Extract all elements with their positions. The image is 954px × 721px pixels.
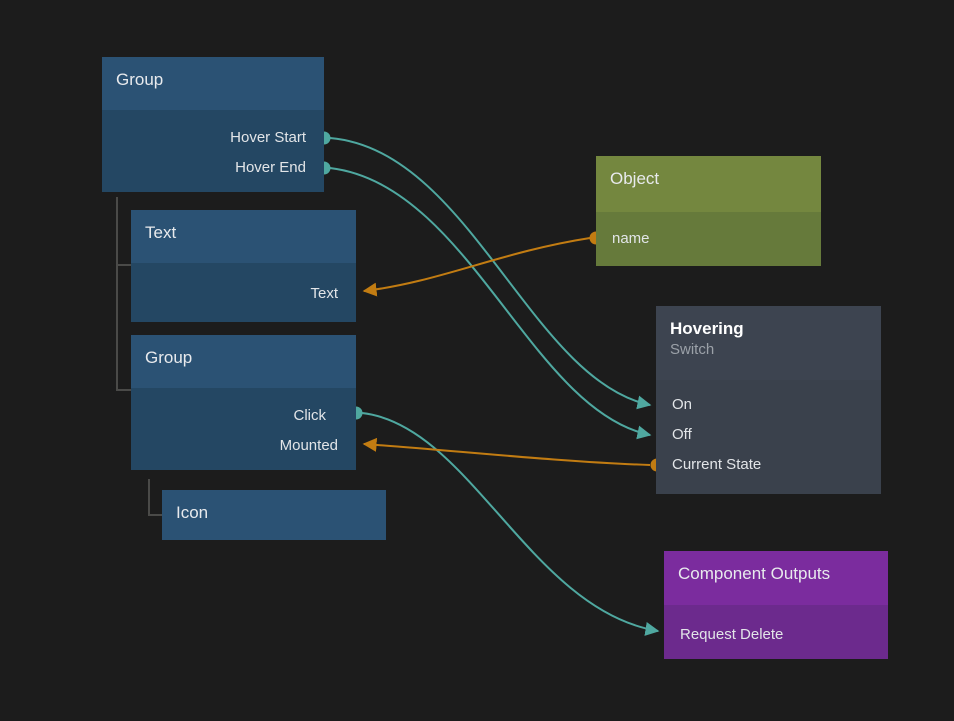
node-subtitle: Switch: [670, 341, 715, 358]
port-label: Hover End: [235, 159, 306, 176]
port-hover-start[interactable]: Hover Start: [230, 128, 306, 148]
node-object[interactable]: Object name: [596, 156, 821, 266]
node-title: Group: [145, 348, 193, 367]
node-title: Group: [116, 70, 164, 89]
node-body: Text: [131, 263, 356, 322]
node-body: Request Delete: [664, 605, 888, 659]
node-header[interactable]: Object: [596, 156, 821, 212]
port-text-in[interactable]: Text: [310, 284, 338, 304]
port-label: Mounted: [279, 437, 338, 454]
port-request-delete[interactable]: Request Delete: [680, 625, 783, 645]
port-label: Off: [672, 426, 692, 443]
node-body: Click Mounted: [131, 388, 356, 470]
node-icon[interactable]: Icon: [162, 490, 386, 540]
node-title: Text: [145, 223, 177, 242]
node-header[interactable]: Group: [102, 57, 324, 110]
node-body: name: [596, 212, 821, 266]
edge-current-state-to-mounted: [362, 437, 651, 466]
node-title: Component Outputs: [678, 564, 831, 583]
port-name[interactable]: name: [612, 229, 650, 249]
node-body: On Off Current State: [656, 380, 881, 494]
node-header[interactable]: Text: [131, 210, 356, 263]
port-on[interactable]: On: [672, 395, 692, 415]
node-hovering[interactable]: Hovering Switch On Off Current State: [656, 306, 881, 494]
node-title: Icon: [176, 503, 209, 522]
port-label: name: [612, 230, 650, 247]
edge-name-to-text: [362, 237, 591, 297]
node-group-child[interactable]: Group Click Mounted: [131, 335, 356, 470]
port-label: On: [672, 396, 693, 413]
node-header[interactable]: Component Outputs: [664, 551, 888, 605]
edge-click-to-request-delete: [361, 412, 660, 636]
port-label: Text: [310, 285, 338, 302]
node-group-root[interactable]: Group Hover Start Hover End: [102, 57, 324, 192]
port-current-state[interactable]: Current State: [672, 455, 761, 475]
node-title: Hovering: [670, 319, 744, 338]
node-header[interactable]: Group: [131, 335, 356, 388]
port-label: Request Delete: [680, 626, 784, 643]
node-header[interactable]: Hovering Switch: [656, 306, 881, 380]
port-label: Current State: [672, 456, 762, 473]
node-header[interactable]: Icon: [162, 490, 386, 540]
port-mounted[interactable]: Mounted: [280, 436, 338, 456]
port-label: Hover Start: [230, 129, 306, 146]
port-hover-end[interactable]: Hover End: [235, 158, 306, 178]
port-off[interactable]: Off: [672, 425, 692, 445]
node-text[interactable]: Text Text: [131, 210, 356, 322]
node-component-outputs[interactable]: Component Outputs Request Delete: [664, 551, 888, 659]
node-title: Object: [610, 169, 660, 188]
port-click[interactable]: Click: [294, 406, 327, 426]
port-label: Click: [293, 407, 327, 424]
node-body: Hover Start Hover End: [102, 110, 324, 192]
